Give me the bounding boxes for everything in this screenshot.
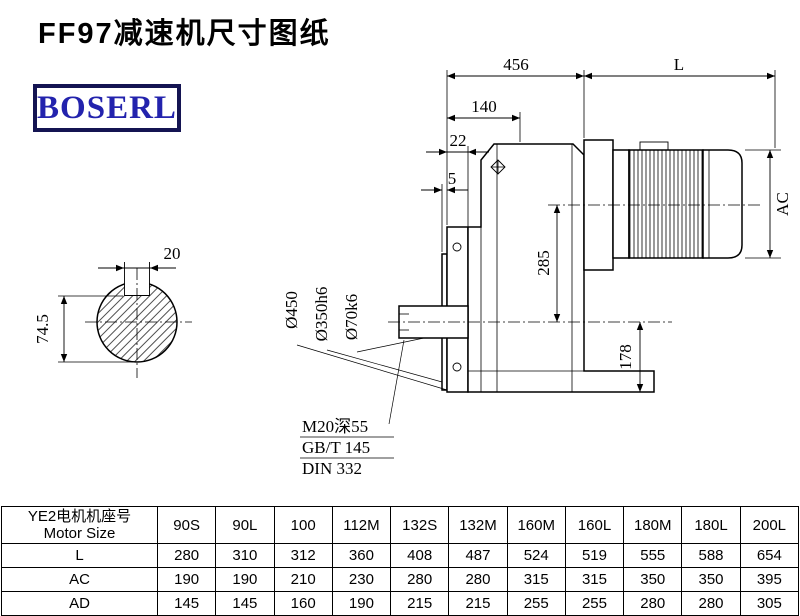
dim-label-22: 22: [450, 131, 467, 150]
flange-bolt-hole: [452, 362, 462, 372]
column-header: 160M: [506, 506, 566, 544]
dim-label-L: L: [674, 55, 684, 74]
table-cell: 519: [564, 543, 625, 568]
dim-label-AC: AC: [773, 192, 792, 216]
table-cell: 408: [390, 543, 450, 568]
note-din-standard: DIN 332: [302, 459, 362, 478]
dim-label-spigot-diameter: Ø350h6: [312, 287, 331, 342]
table-cell: 350: [681, 567, 741, 592]
dim-label-5: 5: [448, 169, 457, 188]
table-cell: 255: [506, 591, 566, 616]
dim-label-20: 20: [164, 244, 181, 263]
dim-456: 456: [446, 55, 585, 225]
table-cell: 555: [623, 543, 683, 568]
column-header: 160L: [564, 506, 625, 544]
table-cell: 350: [623, 567, 683, 592]
motor-fins: [629, 150, 703, 258]
diameter-callouts: Ø450 Ø350h6 Ø70k6: [282, 287, 448, 391]
flange-bolt-hole: [452, 242, 462, 252]
page-title: FF97减速机尺寸图纸: [38, 18, 331, 50]
table-cell: 654: [739, 543, 800, 568]
table-cell: 315: [506, 567, 566, 592]
table-cell: 280: [448, 567, 508, 592]
table-cell: 145: [215, 591, 275, 616]
dim-178: 178: [616, 322, 644, 392]
dim-label-shaft-diameter: Ø70k6: [342, 294, 361, 340]
dim-L: L: [584, 55, 776, 148]
dim-shaft-section-height: 74.5: [33, 295, 133, 363]
shaft-section-view: [85, 262, 192, 378]
table-cell: 210: [273, 567, 333, 592]
motor-size-header-cn: YE2电机机座号: [27, 508, 132, 525]
table-cell: 280: [390, 567, 450, 592]
dim-140: 140: [447, 97, 521, 142]
dim-label-456: 456: [503, 55, 529, 74]
dim-label-178: 178: [616, 344, 635, 370]
column-header: 112M: [331, 506, 392, 544]
column-header: 200L: [739, 506, 800, 544]
table-cell: 305: [739, 591, 800, 616]
motor: [548, 139, 762, 271]
row-label: AC: [1, 567, 158, 592]
table-cell: 215: [390, 591, 450, 616]
table-cell: 280: [623, 591, 683, 616]
table-cell: 487: [448, 543, 508, 568]
table-cell: 360: [331, 543, 392, 568]
motor-size-header-en: Motor Size: [43, 525, 116, 542]
table-cell: 255: [564, 591, 625, 616]
technical-drawing: 20 74.5: [33, 55, 792, 478]
thread-notes: M20深55 GB/T 145 DIN 332: [300, 339, 405, 478]
motor-flange: [612, 149, 630, 259]
note-tapped-hole: M20深55: [302, 417, 368, 436]
keyway-cutout: [124, 279, 150, 296]
table-cell: 315: [564, 567, 625, 592]
column-header: 132S: [390, 506, 450, 544]
motor-size-header-cell: YE2电机机座号 Motor Size: [1, 506, 158, 544]
inspection-plug-icon: [490, 159, 506, 175]
column-header: 132M: [448, 506, 508, 544]
column-header: 100: [273, 506, 333, 544]
row-label: AD: [1, 591, 158, 616]
dim-label-285: 285: [534, 250, 553, 276]
column-header: 180L: [681, 506, 741, 544]
table-cell: 215: [448, 591, 508, 616]
table-cell: 588: [681, 543, 741, 568]
table-cell: 190: [215, 567, 275, 592]
column-header: 180M: [623, 506, 683, 544]
boserl-logo-text: BOSERL: [37, 89, 177, 126]
note-gb-standard: GB/T 145: [302, 438, 370, 457]
column-header: 90L: [215, 506, 275, 544]
table-cell: 190: [331, 591, 392, 616]
motor-lifting-lug: [639, 141, 669, 151]
table-cell: 524: [506, 543, 566, 568]
dim-label-74-5: 74.5: [33, 314, 52, 344]
table-cell: 280: [156, 543, 217, 568]
dim-label-140: 140: [471, 97, 497, 116]
fan-cover: [702, 149, 743, 259]
dim-label-flange-diameter: Ø450: [282, 291, 301, 329]
dim-AC: AC: [745, 149, 792, 259]
dim-285: 285: [534, 205, 561, 322]
dim-keyway-width: 20: [98, 244, 181, 272]
boserl-logo: BOSERL: [33, 84, 181, 132]
table-cell: 190: [156, 567, 217, 592]
table-cell: 395: [739, 567, 800, 592]
row-label: L: [1, 543, 158, 568]
table-cell: 310: [215, 543, 275, 568]
table-cell: 145: [156, 591, 217, 616]
column-header: 90S: [156, 506, 217, 544]
dim-5: 5: [421, 169, 468, 252]
table-cell: 230: [331, 567, 392, 592]
table-cell: 160: [273, 591, 333, 616]
dim-22: 22: [426, 131, 489, 226]
table-cell: 280: [681, 591, 741, 616]
table-cell: 312: [273, 543, 333, 568]
